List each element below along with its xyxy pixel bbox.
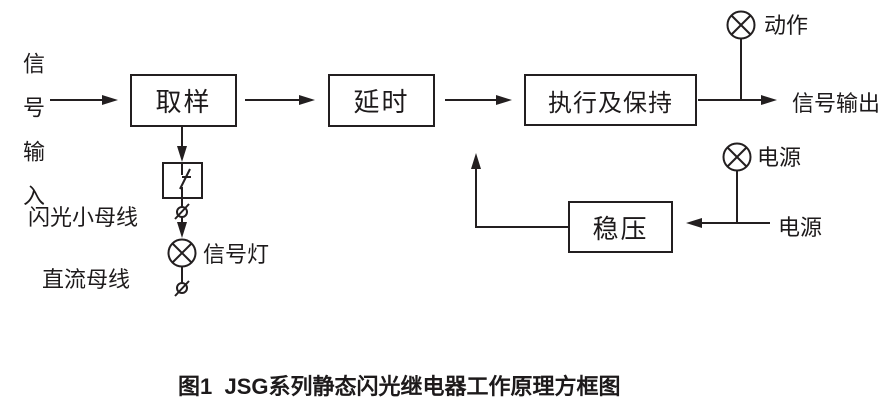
- terminal-link-top-icon: [174, 198, 190, 220]
- figure-caption: 图1 JSG系列静态闪光继电器工作原理方框图: [178, 374, 621, 399]
- regulator-feedback-arrow: [471, 153, 568, 228]
- input-arrow: [50, 95, 118, 105]
- action-lamp-icon: [726, 10, 756, 100]
- power-lamp-label: 电源: [757, 145, 802, 170]
- dc-bus-label: 直流母线: [42, 267, 131, 292]
- power-to-regulator-arrow: [686, 218, 770, 228]
- signal-output-label: 信号输出: [792, 91, 881, 116]
- execute-to-output-arrow: [698, 95, 777, 105]
- signal-lamp-label: 信号灯: [203, 242, 270, 267]
- signal-input-label: 信号输入: [20, 52, 45, 228]
- link-to-lamp-arrow: [177, 217, 187, 238]
- action-label: 动作: [764, 13, 809, 38]
- sampling-to-switch-arrow: [177, 126, 187, 162]
- block-sampling: 取样: [130, 74, 237, 127]
- signal-lamp-icon: [167, 238, 197, 283]
- power-lamp-icon: [722, 142, 752, 223]
- flash-bus-label: 闪光小母线: [28, 205, 139, 230]
- sampling-to-delay-arrow: [245, 95, 315, 105]
- power-source-label: 电源: [778, 215, 823, 240]
- delay-to-execute-arrow: [445, 95, 512, 105]
- switch-contact-icon: [162, 162, 203, 199]
- block-delay: 延时: [328, 74, 435, 127]
- block-execute-hold: 执行及保持: [524, 74, 697, 126]
- terminal-link-bottom-icon: [174, 280, 190, 297]
- block-regulator: 稳压: [568, 201, 673, 253]
